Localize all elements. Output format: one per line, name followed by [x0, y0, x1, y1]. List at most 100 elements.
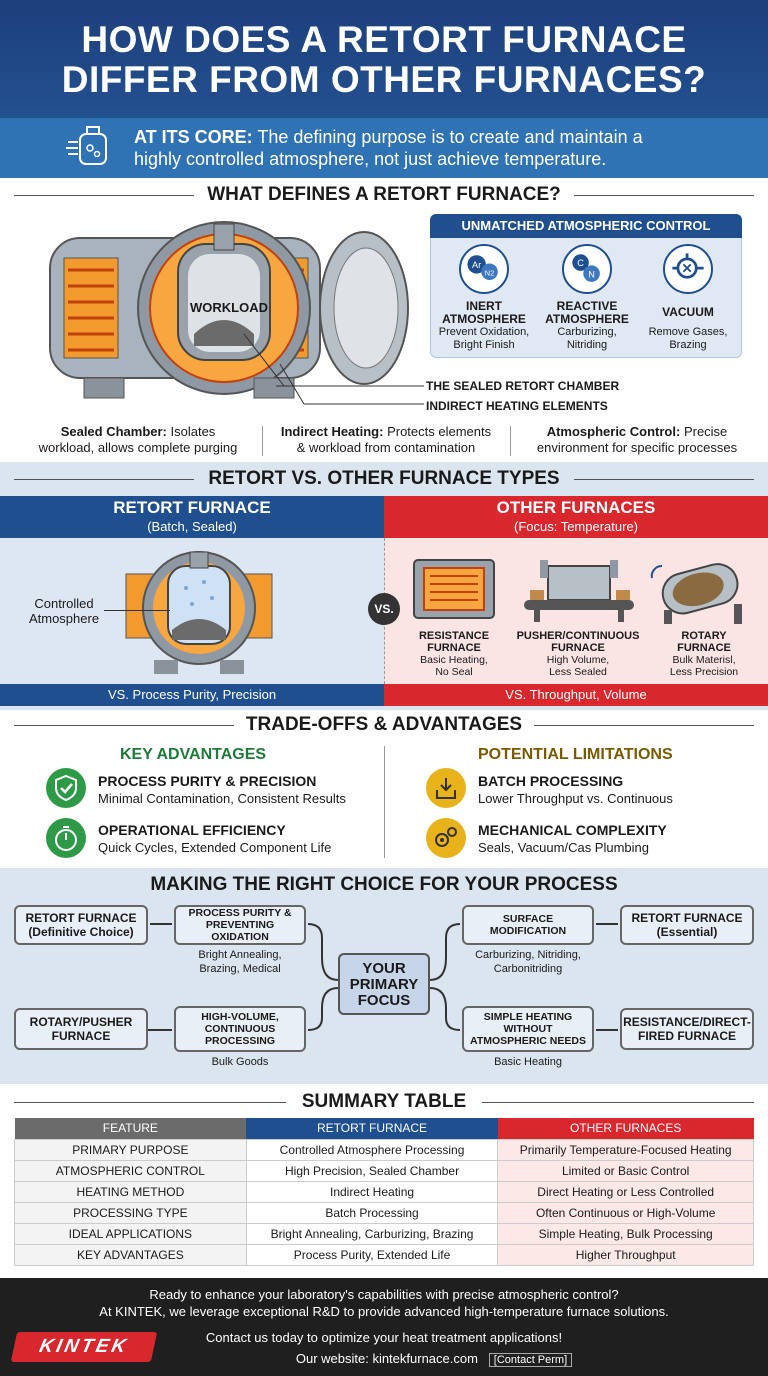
core-text-1: The defining purpose is to create and ma… [252, 127, 643, 147]
surface-line-1: SURFACE [502, 913, 554, 925]
volume-line-1: HIGH-VOLUME, [201, 1011, 279, 1023]
pusher-title-2: FURNACE [551, 642, 605, 654]
feature-indirect-text-1: Protects elements [383, 424, 492, 439]
other-header-title: OTHER FURNACES [496, 498, 656, 517]
retort-def-line-1: RETORT FURNACE [25, 911, 137, 925]
table-cell: Process Purity, Extended Life [245, 1243, 499, 1266]
adv-1-title: PROCESS PURITY & PRECISION [98, 773, 317, 789]
choice-connectors [148, 923, 618, 1031]
resistance-furnace-label: RESISTANCE FURNACE Basic Heating, No Sea… [404, 630, 504, 678]
footer-line-2: At KINTEK, we leverage exceptional R&D t… [99, 1304, 669, 1319]
purity-examples: Bright Annealing, Brazing, Medical [174, 948, 306, 976]
table-cell: Limited or Basic Control [497, 1159, 754, 1182]
resist-line-2: FIRED FURNACE [637, 1029, 736, 1043]
resistance-desc-2: No Seal [435, 666, 473, 678]
lim-1-title: BATCH PROCESSING [478, 773, 624, 789]
surface-examples: Carburizing, Nitriding, Carbonitriding [456, 948, 600, 976]
pusher-title-1: PUSHER/CONTINUOUS [516, 630, 640, 642]
title-line-2: DIFFER FROM OTHER FURNACES? [61, 59, 707, 100]
table-cell: Indirect Heating [245, 1180, 499, 1203]
focus-line-1: YOUR [362, 960, 406, 977]
table-cell: ATMOSPHERIC CONTROL [14, 1159, 247, 1182]
table-cell: Direct Heating or Less Controlled [497, 1180, 754, 1203]
choice-title: MAKING THE RIGHT CHOICE FOR YOUR PROCESS [150, 874, 618, 895]
retort-ess-line-2: (Essential) [656, 925, 718, 939]
stopwatch-icon [46, 818, 86, 858]
controlled-atmosphere-label: Controlled Atmosphere [14, 596, 114, 626]
table-cell: High Precision, Sealed Chamber [245, 1159, 499, 1182]
n-symbol: N [588, 269, 595, 279]
volume-line-3: PROCESSING [204, 1035, 275, 1047]
lim-2-title: MECHANICAL COMPLEXITY [478, 822, 667, 838]
purity-node: PROCESS PURITY &PREVENTING OXIDATION [174, 905, 306, 945]
table-cell: Controlled Atmosphere Processing [245, 1138, 499, 1161]
simple-line-3: ATMOSPHERIC NEEDS [470, 1035, 586, 1047]
purity-examples-2: Brazing, Medical [199, 963, 281, 975]
rotary-desc-2: Less Precision [669, 666, 739, 678]
tradeoffs-title: TRADE-OFFS & ADVANTAGES [245, 714, 523, 735]
shield-check-icon [46, 768, 86, 808]
kintek-logo[interactable]: KINTEK [10, 1332, 158, 1362]
lim-2-desc: Seals, Vacuum/Cas Plumbing [478, 840, 650, 855]
workload-label: WORKLOAD [190, 300, 268, 315]
core-banner: AT ITS CORE: The defining purpose is to … [0, 118, 768, 178]
vacuum-desc: Remove Gases, Brazing [640, 326, 736, 352]
table-cell: Primarily Temperature-Focused Heating [497, 1138, 754, 1161]
table-cell: Higher Throughput [497, 1243, 754, 1266]
pusher-furnace-icon [524, 560, 634, 622]
summary-table: FEATURE RETORT FURNACE OTHER FURNACES PR… [14, 1118, 754, 1266]
ar-n2-molecule-icon: Ar N2 [459, 244, 509, 294]
title-line-1: HOW DOES A RETORT FURNACE [81, 19, 687, 60]
retort-def-line-2: (Definitive Choice) [28, 925, 134, 939]
inert-title: INERT ATMOSPHERE [436, 300, 532, 326]
purity-examples-1: Bright Annealing, [198, 949, 282, 961]
resistance-title-2: FURNACE [427, 642, 481, 654]
volume-examples: Bulk Goods [211, 1056, 269, 1068]
gears-icon [426, 818, 466, 858]
resistance-title-1: RESISTANCE [418, 630, 490, 642]
other-header-sub: (Focus: Temperature) [513, 519, 639, 534]
lim-1-desc: Lower Throughput vs. Continuous [478, 791, 673, 806]
resistance-desc-1: Basic Heating, [420, 654, 488, 666]
vacuum-desc-2: Brazing [669, 339, 707, 351]
retort-footer: VS. Process Purity, Precision [0, 684, 384, 706]
table-cell: Simple Heating, Bulk Processing [497, 1222, 754, 1245]
defines-title: WHAT DEFINES A RETORT FURNACE? [207, 184, 561, 205]
retort-header-sub: (Batch, Sealed) [147, 519, 237, 534]
pusher-desc-2: Less Sealed [549, 666, 607, 678]
feature-indirect-text-2: & workload from contamination [296, 440, 476, 455]
pusher-furnace-label: PUSHER/CONTINUOUS FURNACE High Volume, L… [514, 630, 642, 678]
inert-desc-2: Bright Finish [453, 339, 515, 351]
limitations-title: POTENTIAL LIMITATIONS [478, 746, 673, 763]
website-link[interactable]: Our website: kintekfurnace.com [295, 1351, 478, 1366]
table-cell: KEY ADVANTAGES [14, 1243, 247, 1266]
c-symbol: C [577, 258, 584, 268]
surface-examples-2: Carbonitriding [493, 963, 563, 975]
feature-atmospheric-text-1: Precise [680, 424, 728, 439]
resist-line-1: RESISTANCE/DIRECT- [623, 1015, 751, 1029]
contact-button[interactable]: [Contact Perm] [488, 1353, 573, 1367]
retort-definitive-choice: RETORT FURNACE(Definitive Choice) [14, 905, 148, 945]
simple-line-2: WITHOUT [503, 1023, 553, 1035]
feature-sealed-text-1: Isolates [166, 424, 216, 439]
header-feature: FEATURE [14, 1118, 247, 1139]
vs-badge: VS. [368, 593, 400, 625]
surface-line-2: MODIFICATION [489, 925, 567, 937]
reactive-desc: Carburizing, Nitriding [538, 326, 636, 352]
footer-line-1: Ready to enhance your laboratory's capab… [149, 1287, 619, 1302]
reactive-title-2: ATMOSPHERE [545, 312, 629, 326]
retort-cross-section-illustration [125, 551, 273, 674]
feature-atmospheric-label: Atmospheric Control: [546, 424, 681, 439]
table-cell: IDEAL APPLICATIONS [14, 1222, 247, 1245]
atmospheric-control-title: UNMATCHED ATMOSPHERIC CONTROL [430, 214, 742, 238]
focus-line-2: PRIMARY [349, 976, 419, 993]
feature-sealed-text-2: workload, allows complete purging [38, 440, 238, 455]
rotary-furnace-icon [650, 563, 742, 624]
rotary-line-1: ROTARY/PUSHER [29, 1015, 133, 1029]
retort-header-title: RETORT FURNACE [113, 498, 271, 517]
rotary-line-2: FURNACE [51, 1029, 111, 1043]
